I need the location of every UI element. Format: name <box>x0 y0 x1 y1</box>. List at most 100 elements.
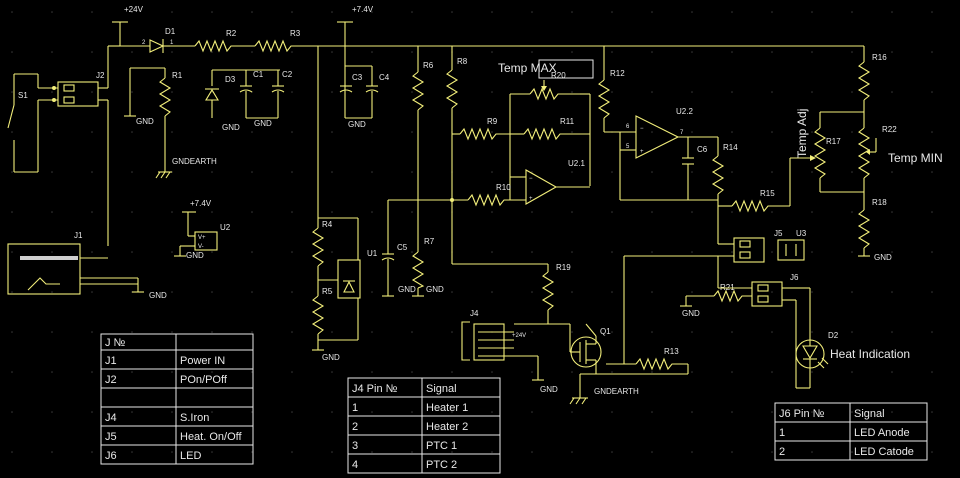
j6-table-cell: LED Anode <box>854 427 910 439</box>
ref-r14: R14 <box>723 143 738 152</box>
j6-table-cell: 2 <box>779 446 785 458</box>
ref-r20: R20 <box>551 71 566 80</box>
resistor-r10: R10 <box>388 183 526 207</box>
ref-u3: U3 <box>796 229 807 238</box>
background-grid <box>11 11 933 453</box>
u2-vminus: V- <box>198 244 204 250</box>
j-table-cell: J4 <box>105 412 117 424</box>
ref-d1: D1 <box>165 27 176 36</box>
ref-r11: R11 <box>560 117 575 126</box>
ref-r1: R1 <box>172 71 183 80</box>
j-table-cell: J6 <box>105 450 117 462</box>
j4-table-cell: PTC 2 <box>426 459 457 471</box>
j-table-cell: J2 <box>105 374 117 386</box>
ref-c1: C1 <box>253 70 264 79</box>
svg-text:+: + <box>640 149 644 155</box>
j-table-header-0: J № <box>105 337 126 349</box>
mosfet-q1: Q1 GNDEARTH <box>569 323 639 405</box>
j4-table-header: J4 Pin № <box>352 383 398 395</box>
reference-u1: U1 <box>318 218 378 341</box>
connector-j5: J5 <box>624 229 783 263</box>
resistor-r6: R6 <box>411 46 434 200</box>
ref-r9: R9 <box>487 117 498 126</box>
resistor-r11: R11 <box>510 94 591 186</box>
ref-c4: C4 <box>379 73 390 82</box>
svg-text:7: 7 <box>680 130 684 136</box>
ref-c6: C6 <box>697 145 708 154</box>
gndearth-label-2: GNDEARTH <box>594 387 639 396</box>
resistor-r14: R14 <box>620 137 738 244</box>
resistor-r2: R2 <box>194 29 237 53</box>
j4-plus24-label: +24V <box>512 333 526 339</box>
opamp-u2-1: − + U2.1 <box>510 159 590 205</box>
gnd-label-j4: GND <box>540 385 558 394</box>
j4-table-cell: 3 <box>352 440 358 452</box>
ref-r6: R6 <box>423 61 434 70</box>
j-table-cell: POn/POff <box>180 374 228 386</box>
ref-r12: R12 <box>610 69 625 78</box>
j4-table-cell: 2 <box>352 421 358 433</box>
rail-24v-label: +24V <box>124 5 144 14</box>
ref-r18: R18 <box>872 198 887 207</box>
j4-table-cell: Heater 1 <box>426 402 468 414</box>
ref-j4: J4 <box>470 309 479 318</box>
svg-text:−: − <box>529 176 533 182</box>
rail-74v-label: +7.4V <box>352 5 374 14</box>
capacitor-c6: C6 <box>682 137 708 200</box>
switch-s1: S1 <box>7 73 58 173</box>
ref-r22: R22 <box>882 125 897 134</box>
ref-j5: J5 <box>774 229 783 238</box>
connector-j6: J6 <box>751 273 811 389</box>
rail-74v-u2-label: +7.4V <box>190 199 212 208</box>
pot-r22: R22 <box>857 112 897 192</box>
resistor-r15: R15 <box>718 157 810 213</box>
resistor-r13: R13 <box>600 256 689 375</box>
gnd-label-r5: GND <box>322 353 340 362</box>
zener-d3: D3 GND <box>205 69 280 132</box>
ref-r5: R5 <box>322 287 333 296</box>
j4-table-header: Signal <box>426 383 457 395</box>
j-table-cell: Power IN <box>180 355 225 367</box>
connector-j2: J2 <box>52 45 120 246</box>
j4-table: J4 Pin № Signal 1 Heater 1 2 Heater 2 3 … <box>347 377 501 474</box>
ref-d2: D2 <box>828 331 839 340</box>
j4-table-cell: 1 <box>352 402 358 414</box>
j-table-cell: J5 <box>105 431 117 443</box>
svg-text:1: 1 <box>170 40 174 46</box>
ref-c3: C3 <box>352 73 363 82</box>
annotation-heat-indication: Heat Indication <box>830 347 910 361</box>
resistor-r9: R9 <box>452 117 510 141</box>
j-table: J № J1 Power IN J2 POn/POff J4 S.Iron J5… <box>100 333 254 465</box>
resistor-r18: R18 GND <box>857 192 892 262</box>
resistor-r8: R8 <box>445 46 468 264</box>
ref-r3: R3 <box>290 29 301 38</box>
ref-u2-1: U2.1 <box>568 159 585 168</box>
gndearth-label-1: GNDEARTH <box>172 157 217 166</box>
opamp-u2-2: − + U2.2 6 5 7 <box>604 107 718 200</box>
ref-u1: U1 <box>367 249 378 258</box>
ref-r8: R8 <box>457 57 468 66</box>
resistor-r21: GND R21 <box>680 256 752 318</box>
j4-table-cell: PTC 1 <box>426 440 457 452</box>
ref-c5: C5 <box>397 243 408 252</box>
ref-s1: S1 <box>18 91 28 100</box>
connector-j4: J4 +24V GND <box>461 309 570 394</box>
j6-table-header: J6 Pin № <box>779 408 825 420</box>
ref-r2: R2 <box>226 29 237 38</box>
gnd-label-d3: GND <box>222 123 240 132</box>
ref-j1: J1 <box>74 231 83 240</box>
ref-u2-2: U2.2 <box>676 107 693 116</box>
ref-r10: R10 <box>496 183 511 192</box>
annotation-temp-max: Temp MAX <box>498 61 557 75</box>
diode-d1: D1 2 1 <box>142 27 176 53</box>
ref-r17: R17 <box>826 137 841 146</box>
svg-text:5: 5 <box>626 144 630 150</box>
ref-r15: R15 <box>760 189 775 198</box>
ref-c2: C2 <box>282 70 293 79</box>
j-table-cell: LED <box>180 450 201 462</box>
opamp-u2-power: V+ V- +7.4V U2 GND <box>174 199 231 260</box>
resistor-r1: R1 GND GNDEARTH <box>124 67 217 179</box>
j6-table: J6 Pin № Signal 1 LED Anode 2 LED Catode <box>774 402 928 461</box>
ref-r13: R13 <box>664 347 679 356</box>
resistor-r19: R19 <box>452 263 571 324</box>
